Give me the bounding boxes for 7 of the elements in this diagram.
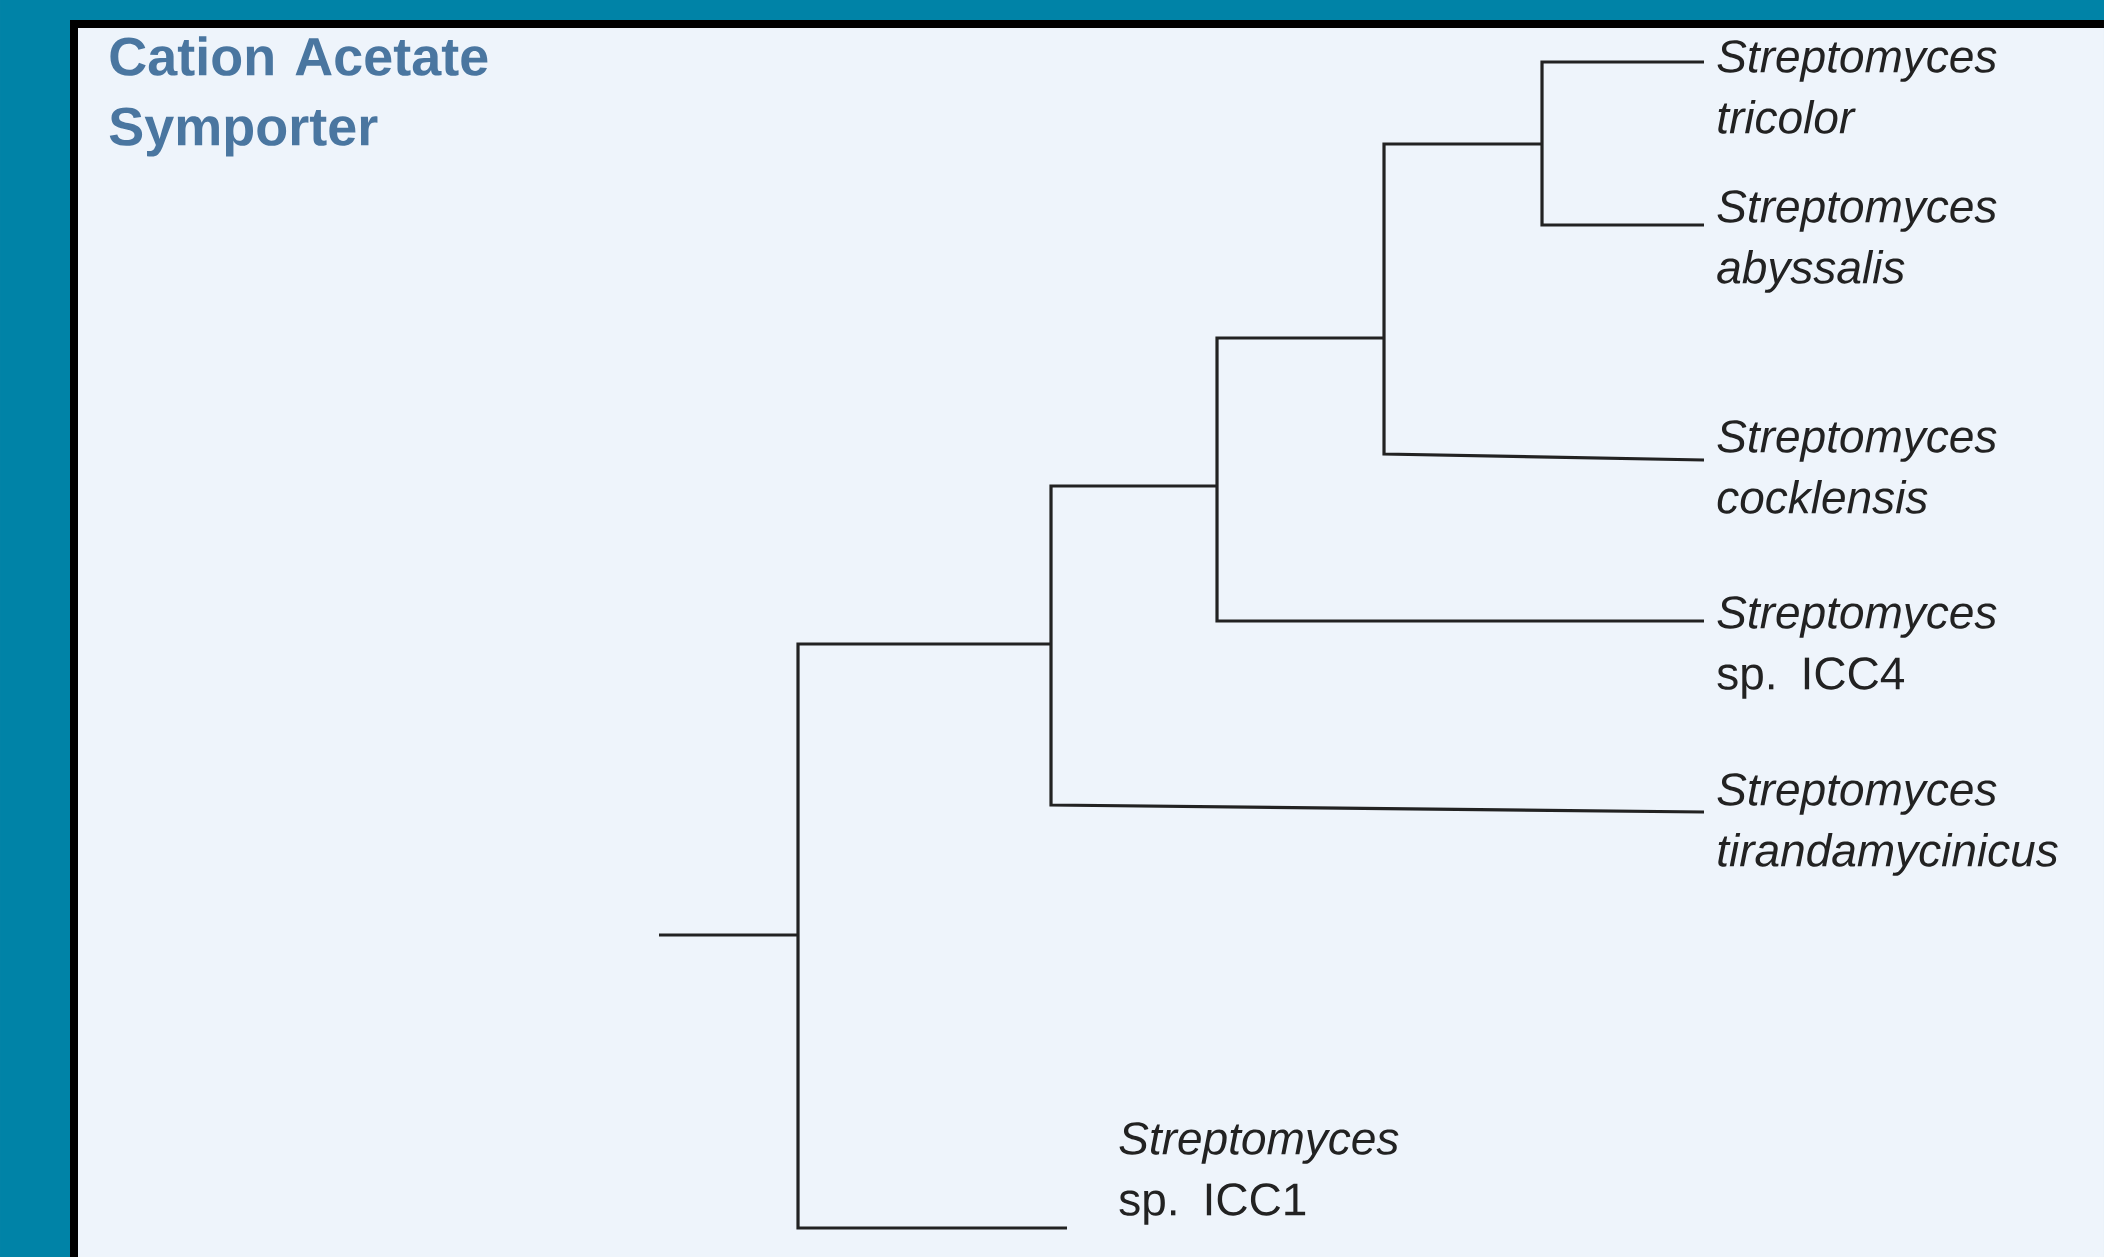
species-label: Streptomyces cocklensis	[1717, 420, 1997, 514]
title: Cation Acetate Symporter	[109, 36, 488, 157]
species-label: Streptomyces tirandamycinicus	[1717, 773, 2058, 876]
species-label: Streptomyces tricolor	[1717, 40, 1997, 134]
species-label: Streptomyces sp. ICC4	[1717, 596, 1997, 699]
species-label: Streptomyces abyssalis	[1717, 190, 1997, 293]
species-label: Streptomyces sp. ICC1	[1119, 1122, 1399, 1225]
